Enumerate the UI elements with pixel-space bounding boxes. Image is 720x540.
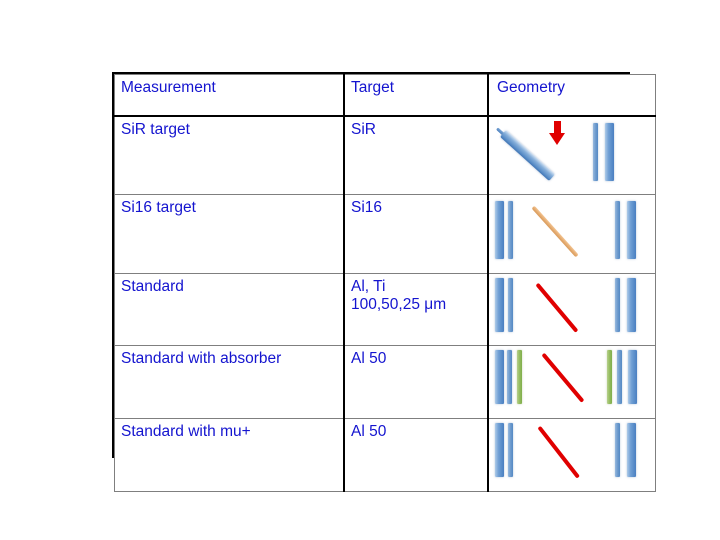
table-row: SiR target SiR — [114, 115, 656, 195]
table-row: Standard Al, Ti 100,50,25 μm — [114, 273, 656, 346]
target-label: Al 50 — [351, 350, 387, 367]
red-beam-arrow-down-icon — [549, 121, 565, 145]
cell-target: SiR — [343, 115, 489, 195]
detector-bar-left-outer — [495, 278, 504, 332]
detector-bar-right-inner — [593, 123, 598, 181]
header-cell-measurement: Measurement — [114, 74, 345, 117]
detector-bar-right-outer — [605, 123, 614, 181]
table-row: Standard with absorber Al 50 — [114, 345, 656, 419]
cell-measurement: Standard with absorber — [114, 345, 345, 419]
tilted-silicon-slab — [499, 130, 556, 182]
detector-bar-left-inner — [507, 350, 512, 404]
standard-geometry — [489, 274, 655, 345]
standard-with-absorber-geometry — [489, 346, 655, 418]
target-label: Al 50 — [351, 423, 387, 440]
table-row: Standard with mu+ Al 50 — [114, 418, 656, 492]
detector-bar-right-inner — [615, 201, 620, 259]
header-cell-target: Target — [343, 74, 489, 117]
detector-bar-right-inner — [615, 423, 620, 477]
header-label-geometry: Geometry — [497, 79, 566, 96]
cell-geometry — [487, 273, 656, 346]
target-label: Si16 — [351, 199, 383, 216]
detector-bar-right-outer — [628, 350, 637, 404]
green-absorber-bar-left — [517, 350, 522, 404]
header-label-target: Target — [351, 79, 395, 96]
detector-bar-left-inner — [508, 278, 513, 332]
standard-with-mu-plus-geometry — [489, 419, 655, 491]
green-absorber-bar-right — [607, 350, 612, 404]
detector-bar-right-outer — [627, 201, 636, 259]
cell-target: Al, Ti 100,50,25 μm — [343, 273, 489, 346]
detector-bar-right-outer — [627, 423, 636, 477]
measurement-label: SiR target — [121, 121, 190, 138]
cell-measurement: SiR target — [114, 115, 345, 195]
measurement-label: Si16 target — [121, 199, 196, 216]
header-cell-geometry: Geometry — [487, 74, 656, 117]
measurement-label: Standard — [121, 278, 184, 295]
cell-measurement: Si16 target — [114, 194, 345, 274]
cell-target: Si16 — [343, 194, 489, 274]
measurement-label: Standard with mu+ — [121, 423, 251, 440]
cell-target: Al 50 — [343, 345, 489, 419]
detector-bar-right-inner — [615, 278, 620, 332]
detector-bar-right-outer — [627, 278, 636, 332]
cell-geometry — [487, 115, 656, 195]
sir-target-geometry — [489, 117, 655, 194]
detector-bar-left-inner — [508, 201, 513, 259]
red-diagonal-target — [541, 352, 585, 403]
detector-bar-left-outer — [495, 350, 504, 404]
cell-target: Al 50 — [343, 418, 489, 492]
detector-bar-left-outer — [495, 423, 504, 477]
target-label: Al, Ti 100,50,25 μm — [351, 278, 447, 314]
tan-diagonal-target — [531, 205, 579, 258]
measurement-label: Standard with absorber — [121, 350, 282, 367]
detector-bar-left-outer — [495, 201, 504, 259]
red-diagonal-target — [535, 282, 579, 333]
cell-geometry — [487, 418, 656, 492]
cell-measurement: Standard with mu+ — [114, 418, 345, 492]
detector-bar-left-inner — [508, 423, 513, 477]
table-row: Si16 target Si16 — [114, 194, 656, 274]
target-label: SiR — [351, 121, 376, 138]
red-diagonal-target — [537, 425, 580, 479]
table-header-row: Measurement Target Geometry — [114, 74, 656, 117]
cell-geometry — [487, 194, 656, 274]
cell-measurement: Standard — [114, 273, 345, 346]
detector-bar-right-inner — [617, 350, 622, 404]
cell-geometry — [487, 345, 656, 419]
si16-target-geometry — [489, 195, 655, 273]
measurement-geometry-table: Measurement Target Geometry SiR target — [112, 72, 656, 492]
header-label-measurement: Measurement — [121, 79, 216, 96]
